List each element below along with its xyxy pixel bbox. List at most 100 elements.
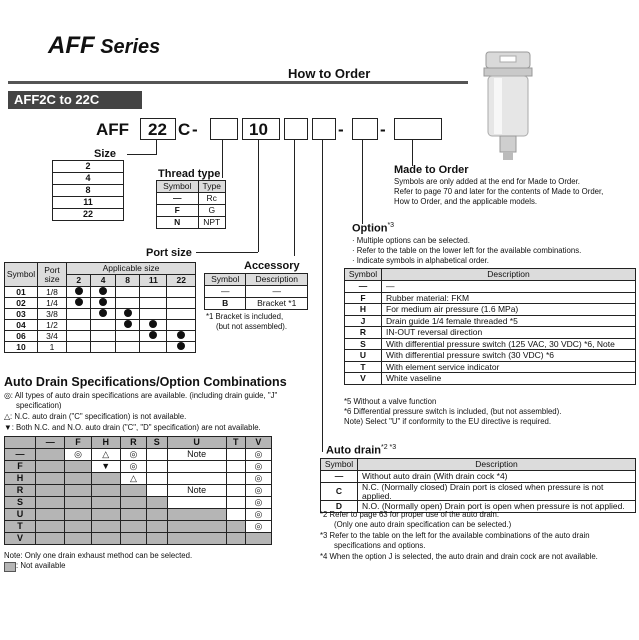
opt-desc: For medium air pressure (1.6 MPa) xyxy=(381,303,636,316)
how-to-order-heading: How to Order xyxy=(288,66,371,81)
combo-cell xyxy=(34,460,66,473)
port-sym: 06 xyxy=(4,330,38,342)
made-l1: Symbols are only added at the end for Ma… xyxy=(394,177,580,186)
port-cell xyxy=(90,319,116,331)
combo-cell xyxy=(64,484,92,497)
port-h-symbol: Symbol xyxy=(4,262,38,287)
range-banner: AFF2C to 22C xyxy=(8,91,142,109)
combo-cell xyxy=(34,484,66,497)
size-4: 4 xyxy=(52,172,124,185)
combo-cell xyxy=(90,508,121,521)
auto-desc: Without auto drain (With drain cock *4) xyxy=(357,470,636,483)
thread-sym: — xyxy=(156,192,199,205)
product-image xyxy=(478,50,538,162)
combo-cell: ◎ xyxy=(244,484,273,497)
combo-col: H xyxy=(90,436,121,449)
combo-cell xyxy=(34,532,66,545)
thread-sym: F xyxy=(156,204,199,217)
combo-cell xyxy=(145,520,168,533)
port-cell xyxy=(65,286,92,298)
combo-cell xyxy=(64,460,92,473)
auto-sym: C xyxy=(320,482,358,501)
combo-cell xyxy=(64,496,92,509)
code-dash2: - xyxy=(338,120,344,139)
leader-auto xyxy=(322,140,323,452)
port-cell xyxy=(139,286,168,298)
combo-cell xyxy=(225,508,246,521)
combo-cell xyxy=(90,520,121,533)
port-sym: 10 xyxy=(4,341,38,353)
port-cell xyxy=(114,341,141,353)
code-port-box: 10 xyxy=(242,118,280,140)
combo-row: H△◎ xyxy=(4,472,273,485)
port-value: 1 xyxy=(37,341,67,353)
combo-cell xyxy=(119,508,147,521)
port-cell xyxy=(90,308,116,320)
combo-row: T◎ xyxy=(4,520,273,533)
leader-acc xyxy=(294,140,295,256)
port-value: 3/4 xyxy=(37,330,67,342)
size-11: 11 xyxy=(52,196,124,209)
combo-foot2: : Not available xyxy=(16,561,66,570)
leader-size-h xyxy=(127,154,157,155)
size-table: 2 4 8 11 22 xyxy=(52,160,124,221)
combo-cell xyxy=(225,472,246,485)
opt-desc: Drain guide 1/4 female threaded *5 xyxy=(381,314,636,327)
opt-sym: H xyxy=(344,303,382,316)
combo-col: — xyxy=(34,436,66,449)
combo-cell: ◎ xyxy=(244,448,273,461)
combo-l1b: specification) xyxy=(16,401,62,410)
combo-row-label: — xyxy=(4,448,36,461)
combo-cell: ◎ xyxy=(244,460,273,473)
combo-cell: ◎ xyxy=(244,508,273,521)
acc-sym: B xyxy=(203,297,247,310)
auto-n2b: (Only one auto drain specification can b… xyxy=(334,520,512,529)
combo-cell xyxy=(90,496,121,509)
combo-cell xyxy=(90,484,121,497)
port-cell xyxy=(139,330,168,342)
opt-sym: V xyxy=(344,372,382,385)
combo-cell: ◎ xyxy=(244,472,273,485)
size-22: 22 xyxy=(52,208,124,221)
applicable-dot xyxy=(177,342,186,351)
combo-cell xyxy=(225,460,246,473)
leader-option xyxy=(362,140,363,224)
option-l2: · Refer to the table on the lower left f… xyxy=(352,246,582,255)
applicable-dot xyxy=(149,320,158,329)
port-h-app: Applicable size xyxy=(66,262,196,275)
acc-h-desc: Description xyxy=(245,273,308,286)
leader-port xyxy=(258,140,259,252)
auto-h-symbol: Symbol xyxy=(320,458,358,471)
made-l2: Refer to page 70 and later for the conte… xyxy=(394,187,604,196)
made-title: Made to Order xyxy=(394,164,469,176)
applicable-dot xyxy=(123,309,132,318)
opt-desc: With element service indicator xyxy=(381,360,636,373)
combo-row-label: T xyxy=(4,520,36,533)
combo-col: F xyxy=(64,436,92,449)
combo-row-label: R xyxy=(4,484,36,497)
combo-col: V xyxy=(244,436,273,449)
applicable-dot xyxy=(74,298,83,307)
combo-cell: △ xyxy=(90,448,121,461)
thread-title: Thread type xyxy=(158,168,221,180)
port-cell xyxy=(166,286,196,298)
opt-h-desc: Description xyxy=(381,268,636,281)
port-cell xyxy=(166,308,196,320)
code-option-box xyxy=(352,118,378,140)
auto-n3a: *3 Refer to the table on the left for th… xyxy=(320,531,590,540)
thread-sym: N xyxy=(156,216,199,229)
acc-desc: Bracket *1 xyxy=(245,297,308,310)
code-size-box: 22 xyxy=(140,118,176,140)
leader-made xyxy=(412,140,413,166)
combo-row-label: H xyxy=(4,472,36,485)
